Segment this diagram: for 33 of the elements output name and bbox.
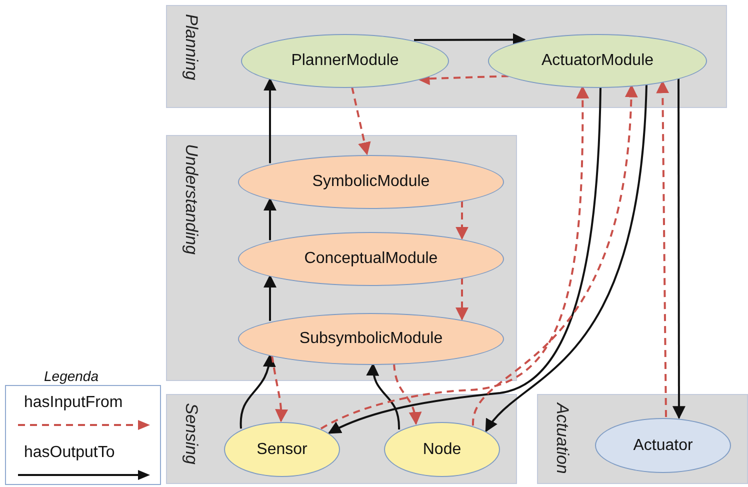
arrow — [264, 198, 276, 240]
layer-panel — [166, 135, 517, 381]
dashed-arrow — [456, 278, 468, 321]
legend-title: Legenda — [44, 368, 99, 384]
arrow — [264, 78, 276, 164]
arrow — [264, 274, 276, 321]
dashed-arrow — [416, 72, 509, 86]
module-name: ConceptualModule — [304, 250, 438, 268]
legend-label: hasOutputTo — [24, 444, 115, 462]
layer-label: Actuation — [552, 403, 572, 474]
module-name: Node — [422, 440, 462, 458]
module-name: Sensor — [256, 440, 308, 458]
dashed-arrow — [393, 363, 422, 425]
module-name: Actuator — [633, 436, 693, 454]
layer-panel — [166, 394, 517, 484]
dashed-arrow — [456, 200, 468, 240]
arrow — [414, 33, 526, 46]
module-name: PlannerModule — [291, 52, 399, 70]
layer-panel — [166, 5, 727, 108]
arrow — [240, 354, 276, 429]
layer-label: Understanding — [181, 144, 201, 255]
layer-label: Planning — [181, 14, 201, 80]
module-name: SubsymbolicModule — [299, 330, 443, 348]
dashed-arrow — [351, 86, 371, 156]
module-name: ActuatorModule — [541, 52, 654, 70]
module-name: SymbolicModule — [312, 173, 430, 191]
layer-panel — [537, 394, 748, 484]
legend-label: hasInputFrom — [24, 394, 123, 412]
arrow — [672, 78, 686, 420]
dashed-arrow — [271, 355, 288, 422]
arrow — [367, 362, 400, 430]
layer-label: Sensing — [181, 403, 201, 464]
dashed-arrow — [656, 80, 670, 418]
